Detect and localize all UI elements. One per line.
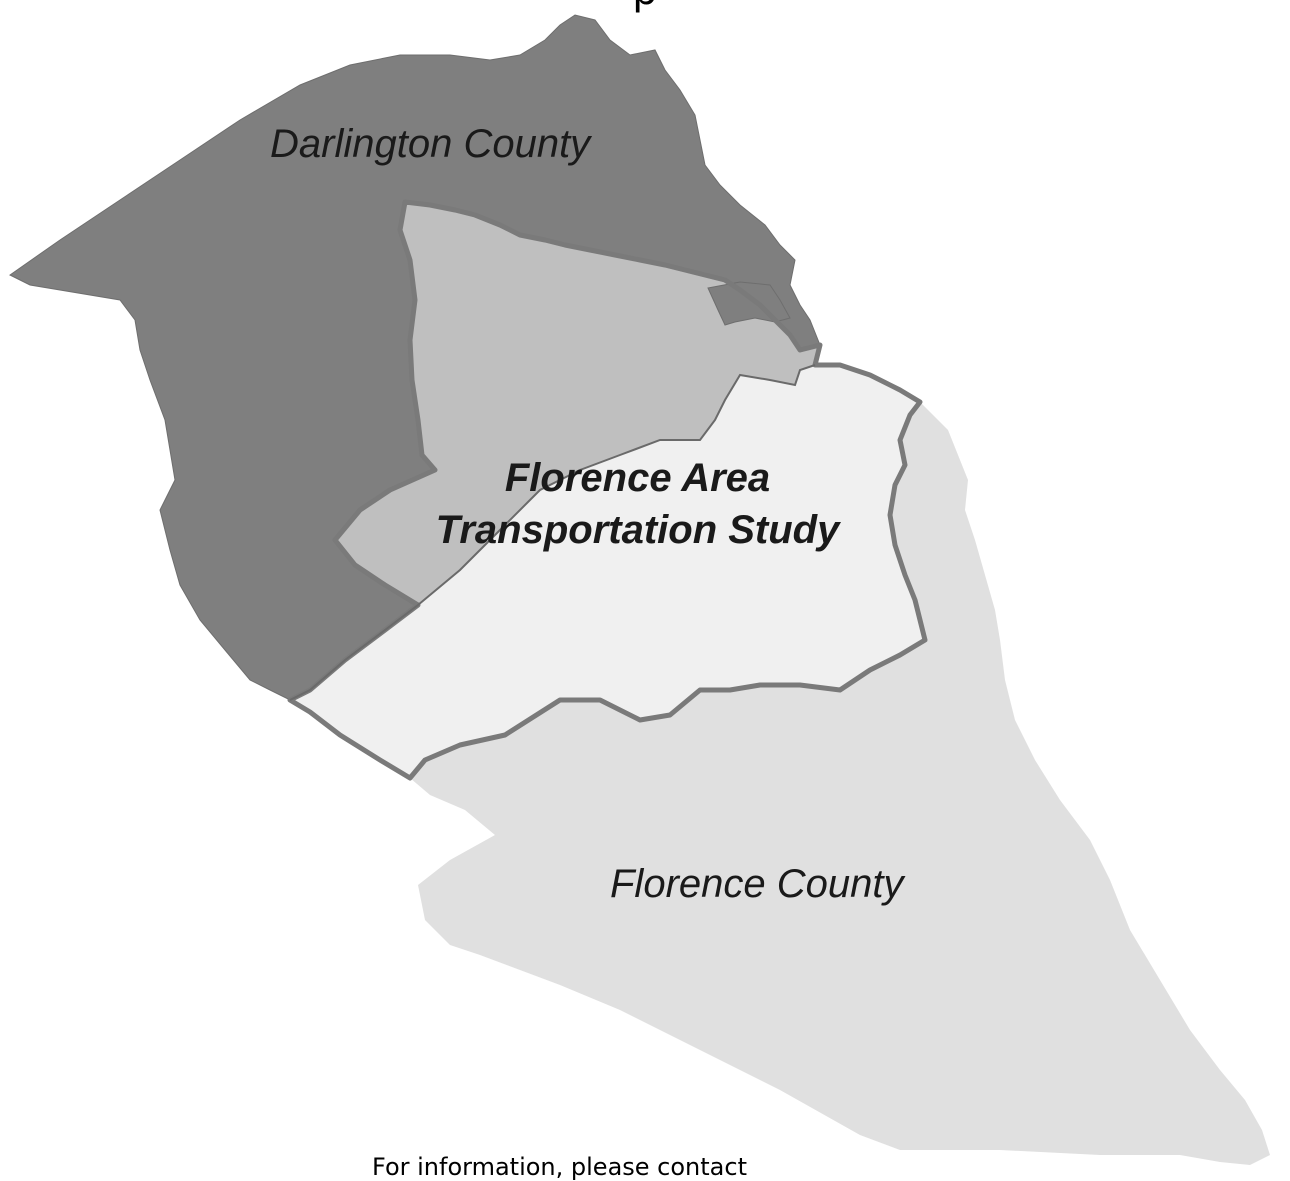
page-header-fragment: p — [0, 0, 1290, 14]
darlington-county-label: Darlington County — [270, 122, 591, 166]
florence-county-label: Florence County — [610, 862, 904, 906]
county-divider-line — [289, 364, 816, 701]
study-area-florence-portion — [290, 365, 925, 778]
contact-footer-text: For information, please contact — [372, 1153, 747, 1181]
study-area-label-line2: Transportation Study — [435, 508, 840, 552]
study-area-label-line1: Florence Area — [504, 456, 771, 500]
study-area-label: Florence Area Transportation Study — [405, 452, 870, 556]
florence-county-region — [410, 402, 1270, 1165]
study-area-darlington-portion — [335, 202, 820, 605]
study-area-boundary — [287, 199, 928, 781]
